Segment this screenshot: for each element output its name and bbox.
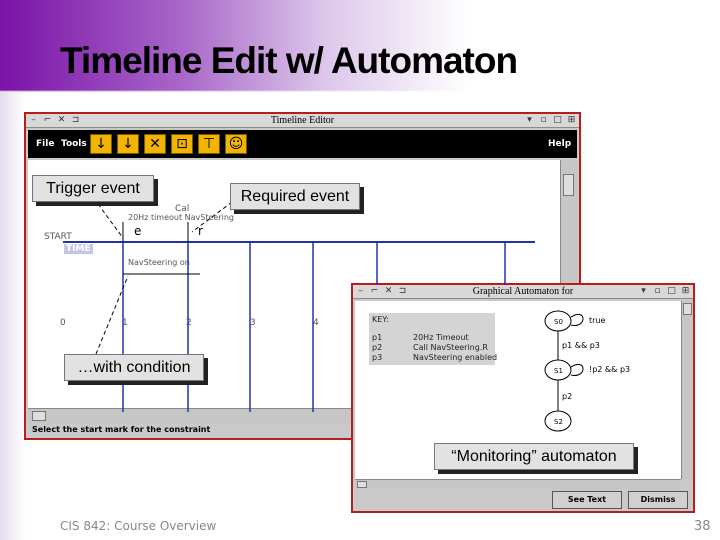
- automaton-window-maximize-icon[interactable]: □: [667, 286, 676, 296]
- window-restore-icon[interactable]: ⊞: [567, 115, 576, 125]
- menu-file[interactable]: File: [36, 139, 55, 149]
- automaton-vertical-thumb[interactable]: [683, 303, 692, 315]
- condition-text: NavSteering on: [128, 258, 190, 267]
- delete-mark-tool[interactable]: ✕: [144, 134, 166, 154]
- tick-0: 0: [60, 318, 66, 328]
- tick-3: 3: [250, 318, 256, 328]
- slide-title: Timeline Edit w/ Automaton: [60, 40, 518, 81]
- menu-help[interactable]: Help: [548, 139, 572, 149]
- timeline-vertical-thumb[interactable]: [563, 174, 574, 196]
- timeline-editor-title: Timeline Editor: [270, 115, 335, 126]
- edge-3-label: p2: [562, 392, 572, 401]
- state-s1-label: S1: [554, 367, 563, 375]
- automaton-window-shade-icon[interactable]: ⌐: [370, 286, 379, 296]
- slide-page-number: 38: [694, 519, 711, 534]
- callout-required-event: Required event: [230, 183, 360, 210]
- timeline-horizontal-thumb[interactable]: [32, 411, 46, 421]
- automaton-window-restore-icon[interactable]: ⊞: [681, 286, 690, 296]
- key-text-p1: 20Hz Timeout: [413, 333, 469, 342]
- window-shade-icon[interactable]: ⌐: [43, 115, 52, 125]
- key-id-p1: p1: [372, 333, 383, 342]
- callout-monitoring-automaton: “Monitoring” automaton: [434, 443, 634, 470]
- bar-tool[interactable]: ⊤: [198, 134, 220, 154]
- end-mark-tool[interactable]: ↓: [117, 134, 139, 154]
- key-text-p3: NavSteering enabled: [413, 353, 498, 362]
- time-label: TIME: [64, 244, 93, 254]
- automaton-horizontal-scrollbar[interactable]: [355, 479, 681, 489]
- event-text-timeout: 20Hz timeout NavSteering: [128, 213, 234, 222]
- window-minimize-icon[interactable]: ▫: [540, 115, 547, 125]
- see-text-button[interactable]: See Text: [552, 491, 622, 509]
- window-maximize-icon[interactable]: □: [553, 115, 562, 125]
- automaton-window-menu-icon[interactable]: –: [358, 286, 363, 296]
- automaton-title: Graphical Automaton for: [472, 286, 574, 297]
- tick-2: 2: [186, 318, 192, 328]
- automaton-horizontal-thumb[interactable]: [357, 481, 367, 488]
- dismiss-button[interactable]: Dismiss: [628, 491, 688, 509]
- window-close-icon[interactable]: ✕: [57, 115, 66, 125]
- key-text-p2: Call NavSteering.R: [413, 343, 488, 352]
- window-dropdown-icon[interactable]: ▾: [527, 115, 532, 125]
- loop-s0: [570, 314, 584, 326]
- state-s2-label: S2: [554, 418, 563, 426]
- timeline-status-bar: Select the start mark for the constraint: [32, 425, 211, 434]
- start-label: START: [44, 232, 72, 242]
- key-heading: KEY:: [372, 315, 389, 324]
- slide-footer: CIS 842: Course Overview: [60, 519, 217, 533]
- edge-2-label: !p2 && p3: [589, 365, 630, 374]
- key-id-p2: p2: [372, 343, 383, 352]
- key-id-p3: p3: [372, 353, 383, 362]
- tick-1: 1: [122, 318, 128, 328]
- window-menu-icon[interactable]: –: [31, 115, 36, 125]
- edge-1-label: p1 && p3: [562, 341, 600, 350]
- loop-s1: [570, 364, 584, 376]
- automaton-titlebar: – ⌐ ✕ ⊐ Graphical Automaton for ▾ ▫ □ ⊞: [353, 285, 693, 299]
- mark-r[interactable]: r: [198, 224, 203, 238]
- automaton-graph: S0 S1 S2 true p1 && p3 !p2 && p3 p2: [544, 310, 630, 432]
- callout-with-condition: …with condition: [64, 354, 204, 381]
- menu-tools[interactable]: Tools: [61, 139, 87, 149]
- callout-trigger-event: Trigger event: [32, 175, 154, 202]
- state-s0-label: S0: [554, 318, 563, 326]
- edge-true-label: true: [589, 316, 605, 325]
- start-mark-tool[interactable]: ↓: [90, 134, 112, 154]
- mark-e[interactable]: e: [134, 224, 142, 238]
- event-text-cal: Cal: [175, 204, 190, 214]
- timeline-editor-menubar: File Tools ↓ ↓ ✕ ⊡ ⊤ ☺ Help: [28, 130, 577, 158]
- automaton-window: – ⌐ ✕ ⊐ Graphical Automaton for ▾ ▫ □ ⊞ …: [351, 283, 695, 513]
- automaton-window-sticky-icon[interactable]: ⊐: [398, 286, 407, 296]
- timeline-editor-titlebar: – ⌐ ✕ ⊐ Timeline Editor ▾ ▫ □ ⊞: [26, 114, 579, 128]
- automaton-window-close-icon[interactable]: ✕: [384, 286, 393, 296]
- automaton-window-dropdown-icon[interactable]: ▾: [641, 286, 646, 296]
- window-sticky-icon[interactable]: ⊐: [71, 115, 80, 125]
- automaton-vertical-scrollbar[interactable]: [681, 301, 693, 479]
- automaton-key: KEY: p1 20Hz Timeout p2 Call NavSteering…: [369, 313, 498, 365]
- automaton-window-minimize-icon[interactable]: ▫: [654, 286, 661, 296]
- tick-4: 4: [313, 318, 319, 328]
- slide-left-strip: [0, 92, 26, 540]
- span-tool[interactable]: ⊡: [171, 134, 193, 154]
- help-tool[interactable]: ☺: [225, 134, 247, 154]
